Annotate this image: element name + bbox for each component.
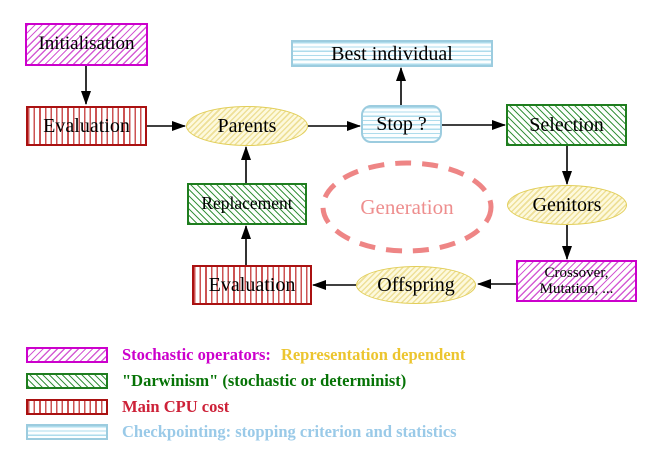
node-selection-label: Selection (529, 114, 604, 136)
legend-label-stochastic-operators: Stochastic operators: (122, 345, 271, 364)
node-stop-label: Stop ? (376, 113, 427, 135)
node-genitors: Genitors (507, 185, 627, 225)
node-offspring: Offspring (356, 266, 476, 304)
node-evaluation-top: Evaluation (26, 106, 147, 146)
legend-swatch-green-hatch (26, 373, 108, 389)
legend-row-darwinism: "Darwinism" (stochastic or determinist) (26, 371, 407, 390)
node-replacement-label: Replacement (201, 193, 293, 214)
legend-label-representation-dependent: Representation dependent (280, 345, 466, 364)
node-best-individual: Best individual (291, 40, 493, 67)
crossover-line1: Crossover, (544, 264, 609, 281)
legend-row-cpu-cost: Main CPU cost (26, 397, 230, 416)
legend-row-checkpointing: Checkpointing: stopping criterion and st… (26, 422, 457, 441)
generation-text: Generation (360, 194, 454, 219)
legend-swatch-magenta-hatch (26, 347, 108, 363)
node-genitors-label: Genitors (532, 194, 602, 216)
crossover-line2: Mutation, ... (539, 281, 614, 297)
node-offspring-label: Offspring (377, 274, 455, 296)
legend-row-stochastic: Stochastic operators: Representation dep… (26, 345, 466, 364)
node-evaluation-top-label: Evaluation (43, 115, 130, 137)
legend-label-checkpointing: Checkpointing: stopping criterion and st… (122, 422, 457, 441)
node-parents: Parents (186, 106, 308, 146)
generation-label: Generation (323, 163, 491, 251)
node-parents-label: Parents (217, 115, 277, 137)
node-best-individual-label: Best individual (331, 42, 453, 65)
node-initialisation: Initialisation (25, 23, 148, 66)
node-replacement: Replacement (187, 183, 307, 225)
node-selection: Selection (506, 104, 627, 146)
node-crossover-mutation: Crossover, Mutation, ... (516, 260, 637, 302)
legend-label-main-cpu-cost: Main CPU cost (122, 397, 230, 416)
node-stop: Stop ? (361, 105, 442, 143)
legend-swatch-red-stripes (26, 399, 108, 415)
node-initialisation-label: Initialisation (38, 33, 135, 55)
node-crossover-mutation-label: Crossover, Mutation, ... (540, 265, 614, 298)
legend-label-darwinism: "Darwinism" (stochastic or determinist) (122, 371, 407, 390)
node-evaluation-bottom: Evaluation (192, 265, 312, 305)
node-evaluation-bottom-label: Evaluation (208, 274, 296, 296)
legend-swatch-cyan-stripes (26, 424, 108, 440)
